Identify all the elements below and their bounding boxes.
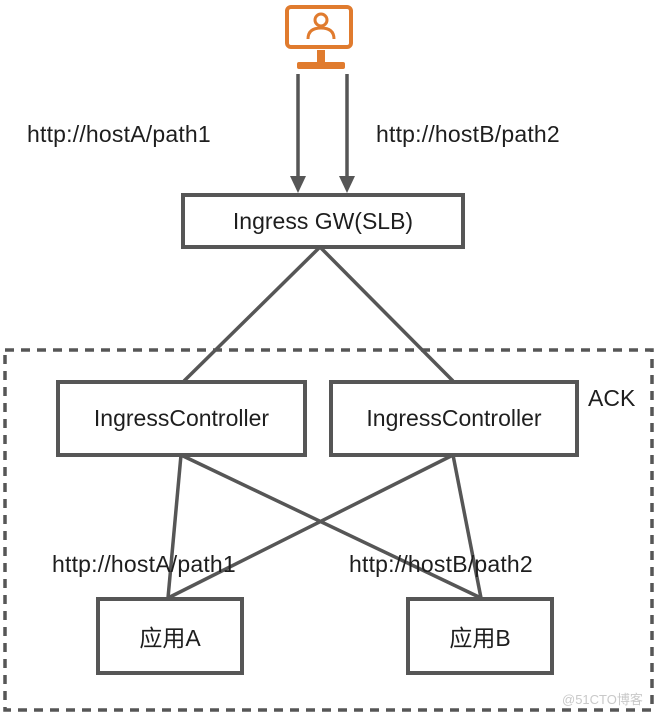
watermark: @51CTO博客 [562,692,643,707]
ingress-controller-box-1: IngressController [56,380,307,457]
request-arrow-left [290,74,306,193]
app-a-box: 应用A [96,597,244,675]
route-label-left: http://hostA/path1 [52,551,236,577]
app-a-label: 应用A [139,625,201,651]
request-arrow-right [339,74,355,193]
user-monitor-icon [285,5,353,69]
app-b-label: 应用B [449,625,511,651]
ack-cluster-border [3,348,654,712]
gw-to-controller-left [182,245,322,383]
controller2-to-appB [451,454,483,599]
app-b-box: 应用B [406,597,554,675]
ack-cluster-label: ACK [588,385,636,411]
ingress-gateway-box: Ingress GW(SLB) [181,193,465,249]
ingress-controller-label: IngressController [93,405,270,431]
ingress-gateway-label: Ingress GW(SLB) [232,207,414,234]
request-label-left: http://hostA/path1 [27,121,211,147]
controller2-to-appA [167,453,454,600]
gw-to-controller-right [318,245,455,383]
ingress-controller-box-2: IngressController [329,380,579,457]
ingress-controller-label: IngressController [366,405,542,431]
route-label-right: http://hostB/path2 [349,551,533,577]
controller1-to-appA [166,454,183,599]
controller1-to-appB [180,453,482,600]
request-label-right: http://hostB/path2 [376,121,560,147]
